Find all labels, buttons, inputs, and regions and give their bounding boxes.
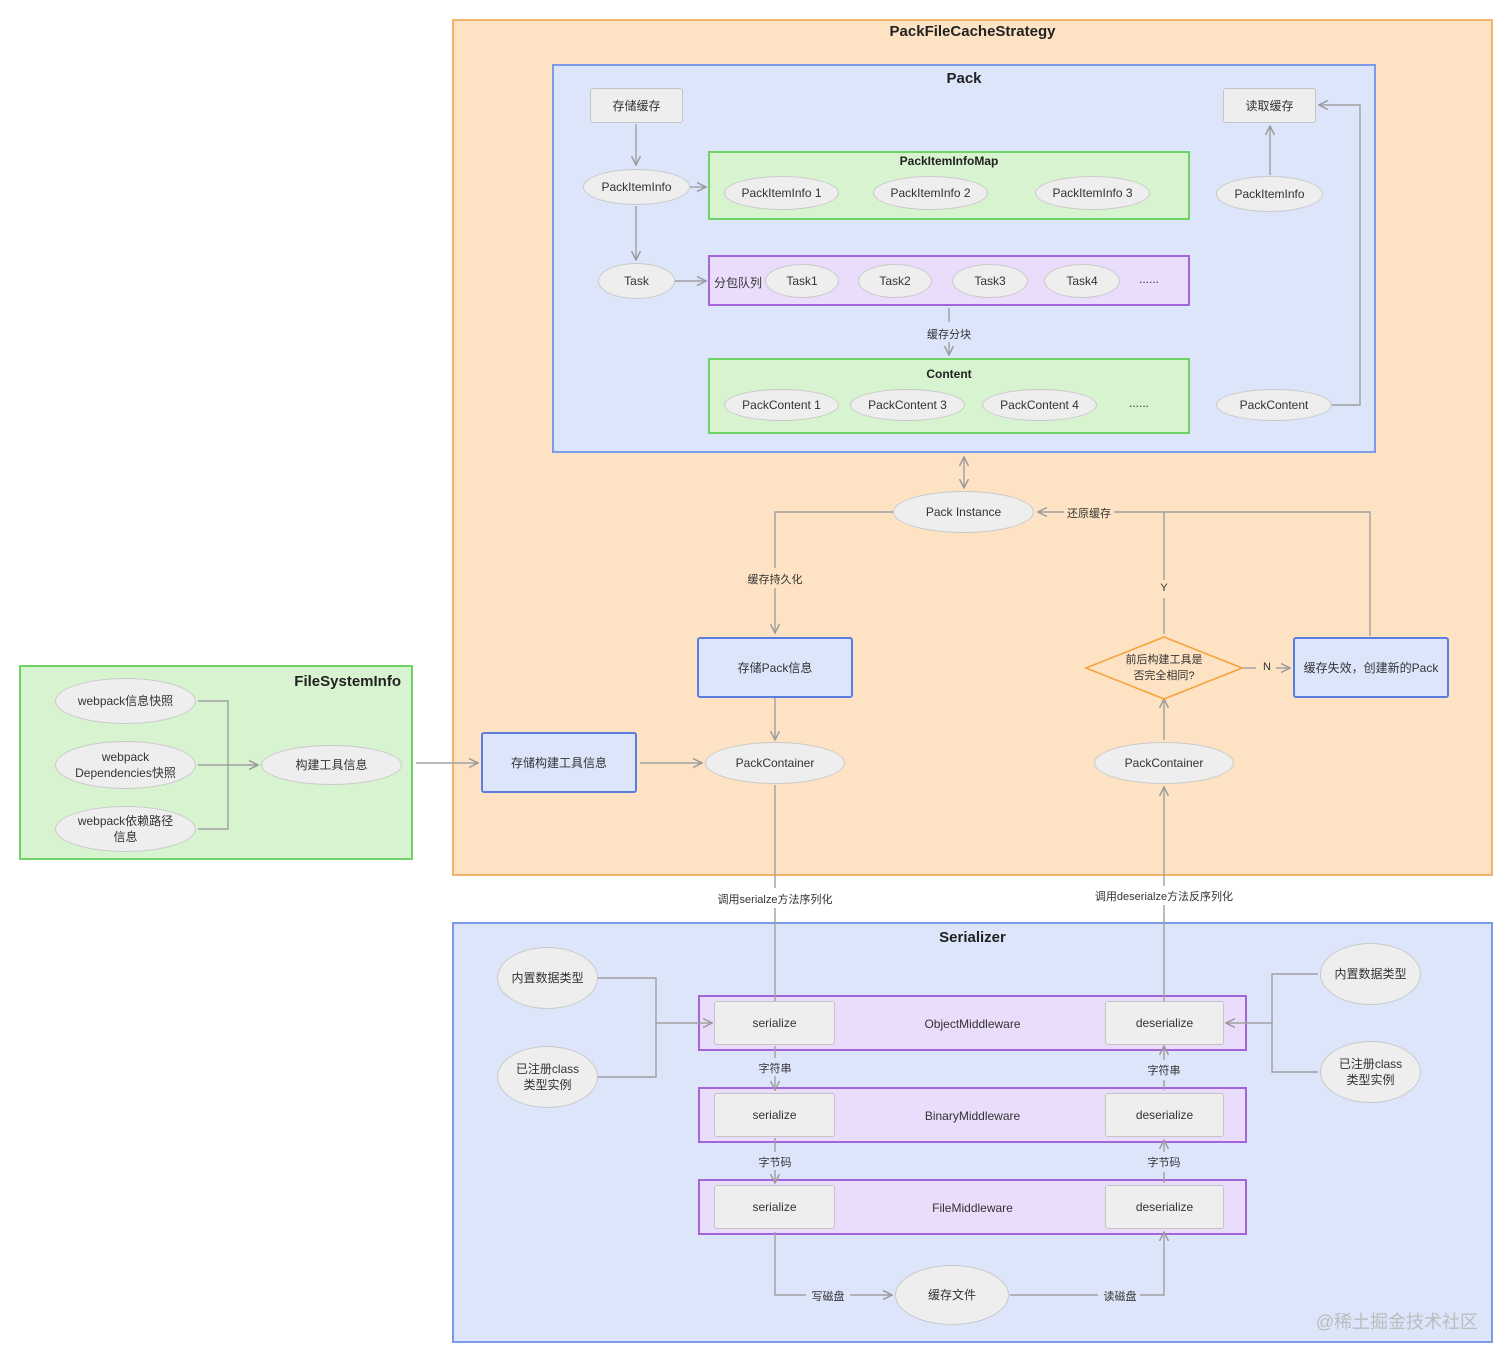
write-disk-label: 写磁盘 [811, 1291, 845, 1303]
pack-item-info-2-node: PackItemInfo 2 [873, 176, 988, 210]
content-title: Content [926, 367, 972, 381]
pack-item-info-1-node: PackItemInfo 1 [724, 176, 839, 210]
string-right-label: 字符串 [1147, 1065, 1181, 1077]
registered-class-right-node: 已注册class类型实例 [1320, 1041, 1421, 1103]
persist-label: 缓存持久化 [747, 574, 803, 586]
task-node: Task [598, 263, 675, 299]
binary-middleware-label: BinaryMiddleware [924, 1109, 1021, 1123]
pack-content-1-node: PackContent 1 [724, 389, 839, 421]
webpack-deps-snapshot-node: webpack Dependencies快照 [55, 741, 196, 789]
store-pack-info-node: 存储Pack信息 [697, 637, 853, 698]
pack-content-right-node: PackContent [1216, 389, 1332, 421]
binary-deserialize-node: deserialize [1105, 1093, 1224, 1137]
store-build-info-node: 存储构建工具信息 [481, 732, 637, 793]
cache-file-node: 缓存文件 [895, 1265, 1009, 1325]
builtin-types-right-node: 内置数据类型 [1320, 943, 1421, 1005]
builtin-types-left-node: 内置数据类型 [497, 947, 598, 1009]
pack-instance-node: Pack Instance [893, 491, 1034, 533]
map-title: PackItemInfoMap [899, 154, 999, 168]
deserialize-call-label: 调用deserialze方法反序列化 [1094, 891, 1234, 903]
bytes-left-label: 字节码 [758, 1157, 792, 1169]
object-deserialize-node: deserialize [1105, 1001, 1224, 1045]
split-queue-label: 分包队列 [714, 276, 763, 290]
yes-label: Y [1160, 582, 1168, 594]
no-label: N [1263, 661, 1271, 673]
watermark-text: @稀土掘金技术社区 [1315, 1312, 1478, 1332]
pack-container-right-node: PackContainer [1094, 742, 1234, 784]
task4-node: Task4 [1044, 264, 1120, 298]
pack-item-info-left-node: PackItemInfo [583, 169, 690, 205]
bytes-right-label: 字节码 [1147, 1157, 1181, 1169]
tasks-ellipsis: ...... [1139, 272, 1160, 286]
strategy-title: PackFileCacheStrategy [889, 23, 1056, 40]
read-cache-node: 读取缓存 [1223, 88, 1316, 123]
serializer-title: Serializer [939, 929, 1006, 946]
webpack-dep-path-node: webpack依赖路径信息 [55, 806, 196, 852]
object-serialize-node: serialize [714, 1001, 835, 1045]
cache-invalid-node: 缓存失效，创建新的Pack [1293, 637, 1449, 698]
restore-label: 还原缓存 [1067, 508, 1111, 520]
chunk-label: 缓存分块 [927, 329, 971, 341]
object-middleware-label: ObjectMiddleware [924, 1017, 1021, 1031]
task3-node: Task3 [952, 264, 1028, 298]
decision-diamond [1083, 636, 1245, 700]
pack-content-3-node: PackContent 3 [850, 389, 965, 421]
build-info-node: 构建工具信息 [261, 745, 402, 785]
task2-node: Task2 [858, 264, 932, 298]
pack-item-info-right-node: PackItemInfo [1216, 176, 1323, 212]
pack-content-4-node: PackContent 4 [982, 389, 1097, 421]
binary-serialize-node: serialize [714, 1093, 835, 1137]
string-left-label: 字符串 [758, 1063, 792, 1075]
pack-item-info-3-node: PackItemInfo 3 [1035, 176, 1150, 210]
store-cache-node: 存储缓存 [590, 88, 683, 123]
fs-title: FileSystemInfo [294, 673, 401, 690]
task1-node: Task1 [765, 264, 839, 298]
pack-title: Pack [946, 70, 982, 87]
read-disk-label: 读磁盘 [1103, 1291, 1137, 1303]
file-middleware-label: FileMiddleware [932, 1201, 1013, 1215]
decision-text: 前后构建工具是否完全相同? [1125, 654, 1203, 682]
registered-class-left-node: 已注册class类型实例 [497, 1046, 598, 1108]
file-serialize-node: serialize [714, 1185, 835, 1229]
file-deserialize-node: deserialize [1105, 1185, 1224, 1229]
contents-ellipsis: ...... [1129, 396, 1150, 410]
serialize-call-label: 调用serialze方法序列化 [717, 894, 833, 906]
pack-container-left-node: PackContainer [705, 742, 845, 784]
webpack-snapshot-node: webpack信息快照 [55, 678, 196, 724]
